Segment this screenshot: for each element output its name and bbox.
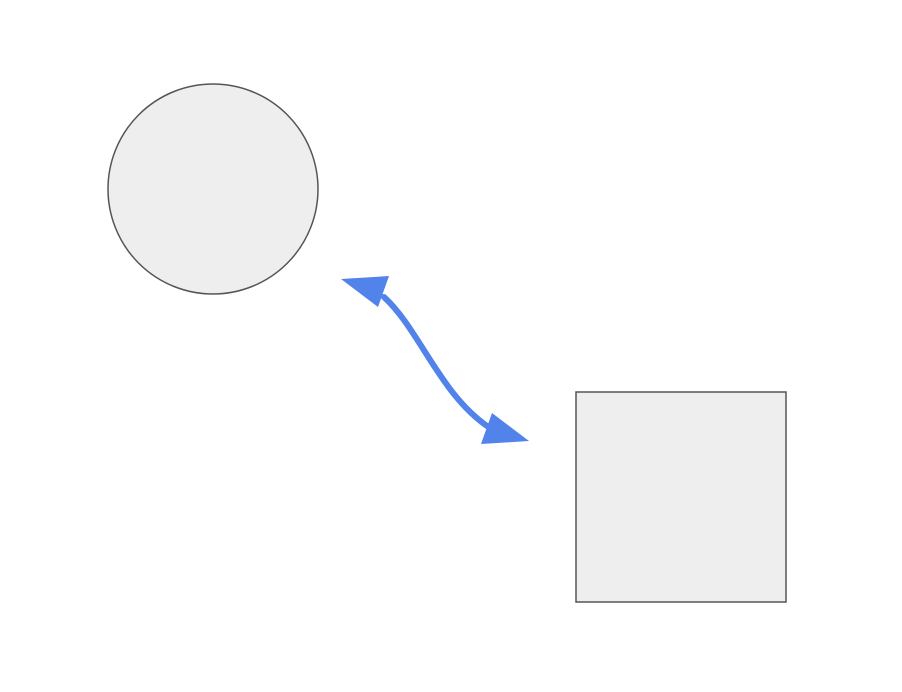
square-shape[interactable] [575, 391, 787, 603]
circle-shape[interactable] [107, 83, 319, 295]
connector-curve[interactable] [381, 294, 493, 431]
bidirectional-connector[interactable] [341, 276, 529, 444]
arrowhead-start-icon [341, 276, 389, 307]
arrowhead-end-icon [481, 413, 529, 444]
